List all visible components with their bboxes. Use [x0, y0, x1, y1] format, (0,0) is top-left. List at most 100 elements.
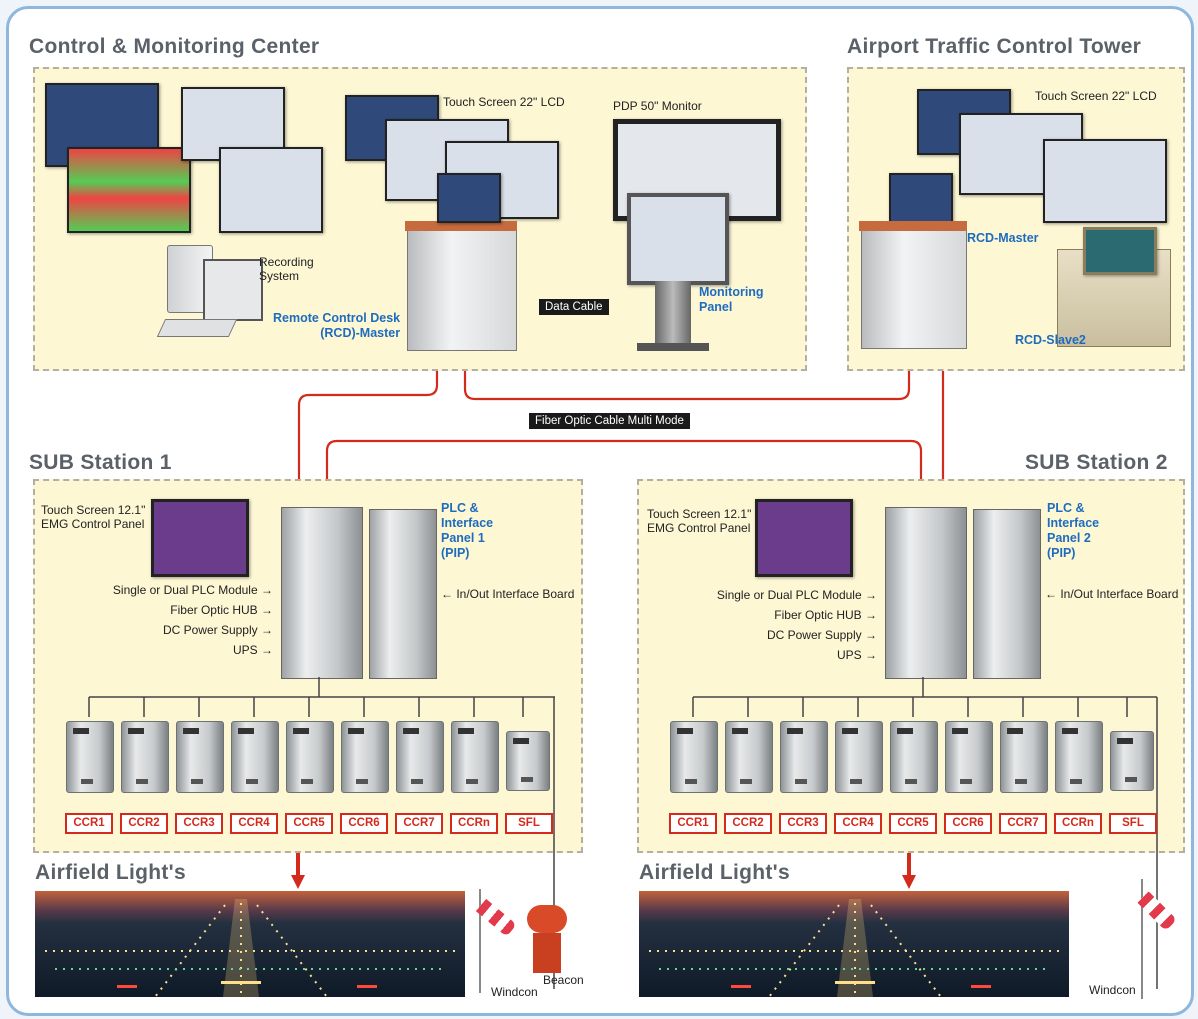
control-center-title: Control & Monitoring Center	[29, 35, 320, 58]
sub1-component-dc: DC Power Supply	[163, 623, 273, 637]
sub2-unit-ccr3	[780, 721, 828, 793]
sub2-label-ccr6: CCR6	[944, 813, 992, 834]
airfield1-title: Airfield Light's	[35, 861, 186, 884]
sub2-unit-ccr7	[1000, 721, 1048, 793]
diagram-frame: Control & Monitoring Center Touch Screen…	[6, 6, 1194, 1016]
sub1-title: SUB Station 1	[29, 451, 172, 474]
pdp-monitor-label: PDP 50" Monitor	[613, 99, 702, 113]
sub1-unit-ccr2	[121, 721, 169, 793]
airfield2-image	[639, 891, 1069, 997]
sub1-unit-ccr7	[396, 721, 444, 793]
sub1-plc-panel-label: PLC & Interface Panel 1 (PIP)	[441, 501, 494, 560]
rcd-master-desk-top	[405, 221, 517, 231]
sub2-bus	[692, 677, 1158, 989]
airfield1-lights	[45, 899, 455, 997]
airfield1-image	[35, 891, 465, 997]
sub2-io-board-label: ← In/Out Interface Board	[1045, 587, 1179, 601]
sub1-label-ccr1: CCR1	[65, 813, 113, 834]
sub1-unit-ccr4	[231, 721, 279, 793]
windcon1-pole	[479, 889, 481, 993]
fiber-cable-sub1-to-sub2	[325, 439, 923, 509]
sub2-component-hub: Fiber Optic HUB	[774, 608, 877, 622]
sub1-plc-cabinet	[281, 507, 363, 679]
sub1-label-ccr6: CCR6	[340, 813, 388, 834]
sub1-unit-ccr1	[66, 721, 114, 793]
sub1-interface-cabinet	[369, 509, 437, 679]
sub1-component-plc: Single or Dual PLC Module	[113, 583, 273, 597]
cc-touch-screen-label: Touch Screen 22" LCD	[443, 95, 565, 109]
sub1-label-sfl: SFL	[505, 813, 553, 834]
sub2-label-ccr2: CCR2	[724, 813, 772, 834]
sub2-interface-cabinet	[973, 509, 1041, 679]
sub2-component-plc: Single or Dual PLC Module	[717, 588, 877, 602]
screenshot-stack-2	[67, 147, 191, 233]
sub1-label-ccr5: CCR5	[285, 813, 333, 834]
sub1-bus	[88, 677, 555, 989]
sub1-label-ccr2: CCR2	[120, 813, 168, 834]
tower-touch-screen-label: Touch Screen 22" LCD	[1035, 89, 1157, 103]
sub2-unit-ccr4	[835, 721, 883, 793]
fiber-cable-cc-to-tower	[463, 347, 911, 401]
sub1-label-ccr4: CCR4	[230, 813, 278, 834]
monitoring-panel-screen	[627, 193, 729, 285]
sub2-label-ccr1: CCR1	[669, 813, 717, 834]
monitoring-panel-label: Monitoring Panel	[699, 285, 764, 314]
tower-touch-screen-3	[1043, 139, 1167, 223]
tower-rcd-master-desk-top	[859, 221, 967, 231]
tower-title: Airport Traffic Control Tower	[847, 35, 1142, 58]
sub2-label-ccrn: CCRn	[1054, 813, 1102, 834]
sub1-unit-ccrn	[451, 721, 499, 793]
rcd-slave2-screen	[1083, 227, 1157, 275]
monitoring-panel-base	[637, 343, 709, 351]
beacon-icon	[527, 905, 567, 933]
sub2-component-dc: DC Power Supply	[767, 628, 877, 642]
sub2-unit-ccr5	[890, 721, 938, 793]
sub1-component-ups: UPS	[233, 643, 273, 657]
sub2-unit-ccr2	[725, 721, 773, 793]
rcd-master-monitor	[437, 173, 501, 223]
sub2-label-ccr4: CCR4	[834, 813, 882, 834]
fiber-optic-label: Fiber Optic Cable Multi Mode	[529, 413, 690, 429]
sub2-emg-panel	[755, 499, 853, 577]
sub1-label-ccr3: CCR3	[175, 813, 223, 834]
sub1-unit-ccr3	[176, 721, 224, 793]
beacon-base	[533, 933, 561, 973]
sub1-unit-ccr5	[286, 721, 334, 793]
windcon2-label: Windcon	[1089, 983, 1136, 997]
sub2-component-ups: UPS	[837, 648, 877, 662]
windcon1-label: Windcon	[491, 985, 538, 999]
sub1-label-ccr7: CCR7	[395, 813, 443, 834]
arrow-to-airfield2	[902, 875, 916, 889]
sub2-unit-ccrn	[1055, 721, 1103, 793]
rcd-master-label: Remote Control Desk (RCD)-Master	[273, 311, 401, 340]
monitoring-panel-stand	[655, 281, 691, 347]
windcon2-pole	[1141, 879, 1143, 999]
sub2-unit-ccr6	[945, 721, 993, 793]
fiber-cable-cc-to-sub1	[297, 349, 439, 509]
sub1-label-ccrn: CCRn	[450, 813, 498, 834]
sub2-unit-sfl	[1110, 731, 1154, 791]
sub1-unit-sfl	[506, 731, 550, 791]
tower-rcd-master-label: RCD-Master	[967, 231, 1039, 245]
recording-system-label: Recording System	[259, 255, 314, 283]
screenshot-stack-4	[219, 147, 323, 233]
sub2-label-ccr5: CCR5	[889, 813, 937, 834]
sub2-plc-cabinet	[885, 507, 967, 679]
sub1-component-hub: Fiber Optic HUB	[170, 603, 273, 617]
sub1-emg-panel	[151, 499, 249, 577]
airfield2-lights	[649, 899, 1059, 997]
sub2-label-ccr7: CCR7	[999, 813, 1047, 834]
sub2-unit-ccr1	[670, 721, 718, 793]
sub1-touch-screen-label: Touch Screen 12.1" EMG Control Panel	[41, 503, 146, 531]
tower-rcd-master-desk	[861, 227, 967, 349]
sub1-unit-ccr6	[341, 721, 389, 793]
airfield2-title: Airfield Light's	[639, 861, 790, 884]
beacon-label: Beacon	[543, 973, 584, 987]
data-cable-label: Data Cable	[539, 299, 609, 315]
sub2-label-ccr3: CCR3	[779, 813, 827, 834]
recording-system-monitor	[203, 259, 263, 321]
sub1-io-board-label: ← In/Out Interface Board	[441, 587, 575, 601]
rcd-master-desk	[407, 227, 517, 351]
sub2-plc-panel-label: PLC & Interface Panel 2 (PIP)	[1047, 501, 1100, 560]
sub2-title: SUB Station 2	[1025, 451, 1168, 474]
